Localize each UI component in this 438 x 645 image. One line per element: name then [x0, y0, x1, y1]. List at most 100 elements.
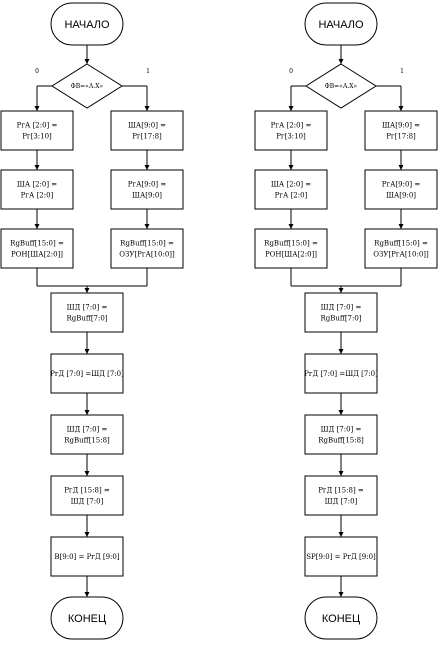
process-box-shape [50, 414, 124, 455]
process-text-line-2: ОЗУ[РгА[10:0]] [119, 251, 175, 259]
process-text: В[9:0] = РгД [9:0] [54, 553, 119, 561]
process-box-shape [0, 110, 74, 151]
process-text-line-2: ШД [7:0] [325, 498, 358, 506]
process-text-line-2: RgBuff[15:8] [64, 437, 110, 445]
arrow-head [398, 106, 404, 111]
arrow-head [34, 224, 40, 229]
process-box-shape [50, 353, 124, 394]
process-text-line-2: Рг[17:8] [386, 133, 416, 141]
process-text: РгД [7:0] =ШД [7:0] [50, 370, 124, 378]
arrow-head [34, 106, 40, 111]
right-branch-step-1: ША[9:0] =Рг[17:8] [110, 110, 184, 151]
arrow-head [84, 59, 90, 64]
arrow-head [338, 410, 344, 415]
arrow-head [338, 59, 344, 64]
arrow-head [288, 106, 294, 111]
process-text-line-1: ШД [7:0] = [67, 426, 108, 434]
arrow-head [84, 349, 90, 354]
process-text-line-2: ШД [7:0] [71, 498, 104, 506]
process-text-line-2: РгА [2:0] [21, 192, 54, 200]
process-box-shape [254, 110, 328, 151]
process-text-line-2: RgBuff[7:0] [66, 315, 107, 323]
arrow-head [288, 224, 294, 229]
left-branch-step-1: РгА [2:0] =Рг[3:10] [254, 110, 328, 151]
left-branch-step-3: RgBuff[15:0] = РОН[ША[2:0]] [0, 228, 74, 269]
main-step-1: ШД [7:0] =RgBuff[7:0] [304, 292, 378, 333]
process-box-shape [364, 169, 438, 210]
process-box-shape [304, 475, 378, 516]
main-step-1: ШД [7:0] = RgBuff[7:0] [50, 292, 124, 333]
process-text-line-1: RgBuff[15:0] = [264, 240, 318, 248]
arrow-head [338, 532, 344, 537]
process-text-line-1: РгА[9:0] = [128, 181, 167, 189]
right-branch-step-1: ША[9:0] = Рг[17:8] [364, 110, 438, 151]
process-text-line-2: ША[9:0] [132, 192, 162, 200]
branch-label-no: 0 [35, 68, 39, 75]
branch-label-no: 0 [289, 68, 293, 75]
branch-label-yes: 1 [400, 68, 404, 75]
arrow-head [84, 410, 90, 415]
right-branch-step-3: RgBuff[15:0] =ОЗУ[РгА[10:0]] [110, 228, 184, 269]
process-box-shape [304, 414, 378, 455]
main-step-5: В[9:0] = РгД [9:0] [50, 536, 124, 577]
process-box-shape [304, 536, 378, 577]
process-text-line-1: RgBuff[15:0] = [374, 240, 428, 248]
arrow-head [34, 165, 40, 170]
left-branch-step-1: РгА [2:0] = Рг[3:10] [0, 110, 74, 151]
process-text-line-2: РОН[ША[2:0]] [265, 251, 317, 259]
process-box-shape [254, 228, 328, 269]
process-box-shape [254, 169, 328, 210]
main-step-3: ШД [7:0] =RgBuff[15:8] [304, 414, 378, 455]
terminal-text: КОНЕЦ [68, 613, 106, 625]
decision-text: ФВ=«А.Х» [325, 83, 358, 90]
decision-diamond: ФВ=«А.Х» [51, 63, 123, 109]
process-box-shape [364, 110, 438, 151]
process-text-line-2: РОН[ША[2:0]] [11, 251, 63, 259]
start-terminal: НАЧАЛО [50, 2, 124, 46]
arrow-head [84, 471, 90, 476]
arrow-head [144, 165, 150, 170]
process-text-line-1: ШД [7:0] = [321, 426, 362, 434]
process-text-line-2: RgBuff[7:0] [320, 315, 361, 323]
main-step-3: ШД [7:0] = RgBuff[15:8] [50, 414, 124, 455]
end-terminal: КОНЕЦ [304, 596, 378, 640]
arrow-head [288, 165, 294, 170]
process-text-line-1: ШД [7:0] = [67, 304, 108, 312]
process-box-shape [304, 353, 378, 394]
arrow-head [338, 471, 344, 476]
process-box-shape [0, 169, 74, 210]
process-box-shape [110, 169, 184, 210]
arrow-head [398, 224, 404, 229]
arrow-head [338, 592, 344, 597]
process-box-shape [110, 228, 184, 269]
process-text-line-1: РгД [15:8] = [318, 487, 364, 495]
process-text-line-1: ША [2:0] = [17, 181, 57, 189]
decision-shape [305, 63, 377, 109]
process-text-line-2: Рг[3:10] [22, 133, 52, 141]
main-step-2: РгД [7:0] =ШД [7:0] [304, 353, 378, 394]
arrow-head [84, 532, 90, 537]
process-text-line-1: РгА [2:0] = [17, 122, 58, 130]
process-text-line-2: ША[9:0] [386, 192, 416, 200]
main-step-2: РгД [7:0] =ШД [7:0] [50, 353, 124, 394]
process-text-line-1: ША[9:0] = [382, 122, 420, 130]
terminal-shape [50, 596, 124, 640]
start-terminal: НАЧАЛО [304, 2, 378, 46]
process-text-line-1: ША[9:0] = [128, 122, 166, 130]
decision-diamond: ФВ=«А.Х» [305, 63, 377, 109]
arrow-head [84, 592, 90, 597]
arrow-head [338, 349, 344, 354]
arrow-head [144, 106, 150, 111]
process-text-line-1: РгД [15:8] = [64, 487, 110, 495]
main-step-5: SP[9:0] = РгД [9:0] [304, 536, 378, 577]
left-branch-step-2: ША [2:0] =РгА [2:0] [254, 169, 328, 210]
process-box-shape [50, 292, 124, 333]
process-text-line-1: ША [2:0] = [271, 181, 311, 189]
terminal-text: НАЧАЛО [64, 19, 110, 31]
process-box-shape [304, 292, 378, 333]
process-text: SP[9:0] = РгД [9:0] [306, 553, 376, 561]
process-text-line-1: RgBuff[15:0] = [10, 240, 64, 248]
